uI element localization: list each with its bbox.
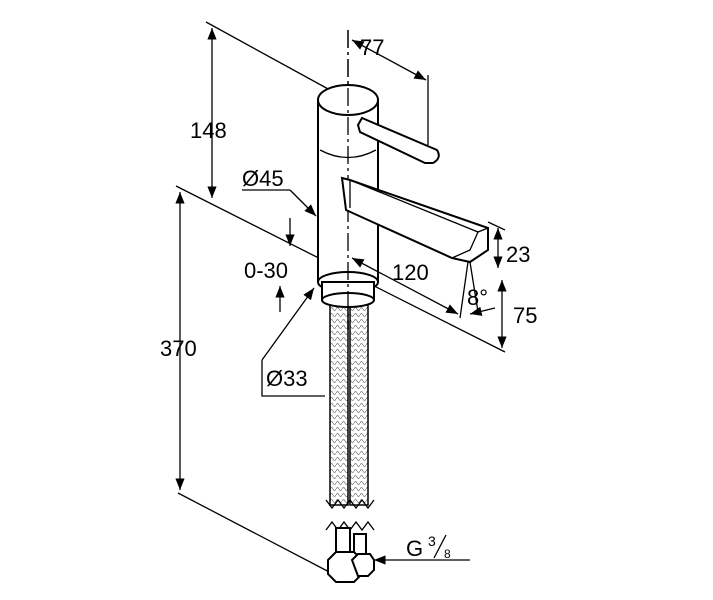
lever-handle: [356, 116, 440, 164]
thread-label: G 3 8: [406, 533, 451, 561]
thread-fraction-num: 3: [428, 533, 436, 549]
connector-nuts: [327, 527, 375, 583]
dim-120-label: 120: [392, 260, 429, 285]
dim-23-label: 23: [506, 242, 530, 267]
thread-fraction-den: 8: [444, 547, 451, 561]
dim-370-label: 370: [160, 336, 197, 361]
dim-d45-label: Ø45: [242, 166, 284, 191]
dimension-arrows: [175, 28, 507, 565]
supply-hoses: [325, 299, 375, 532]
spout: [340, 176, 489, 264]
dim-75-label: 75: [513, 303, 537, 328]
dim-d33-label: Ø33: [266, 366, 308, 391]
dim-8deg-label: 8°: [467, 285, 488, 310]
dim-148-label: 148: [190, 118, 227, 143]
thread-g-label: G: [406, 536, 423, 561]
dim-77-label: 77: [360, 35, 384, 60]
dim-0-30-label: 0-30: [244, 258, 288, 283]
